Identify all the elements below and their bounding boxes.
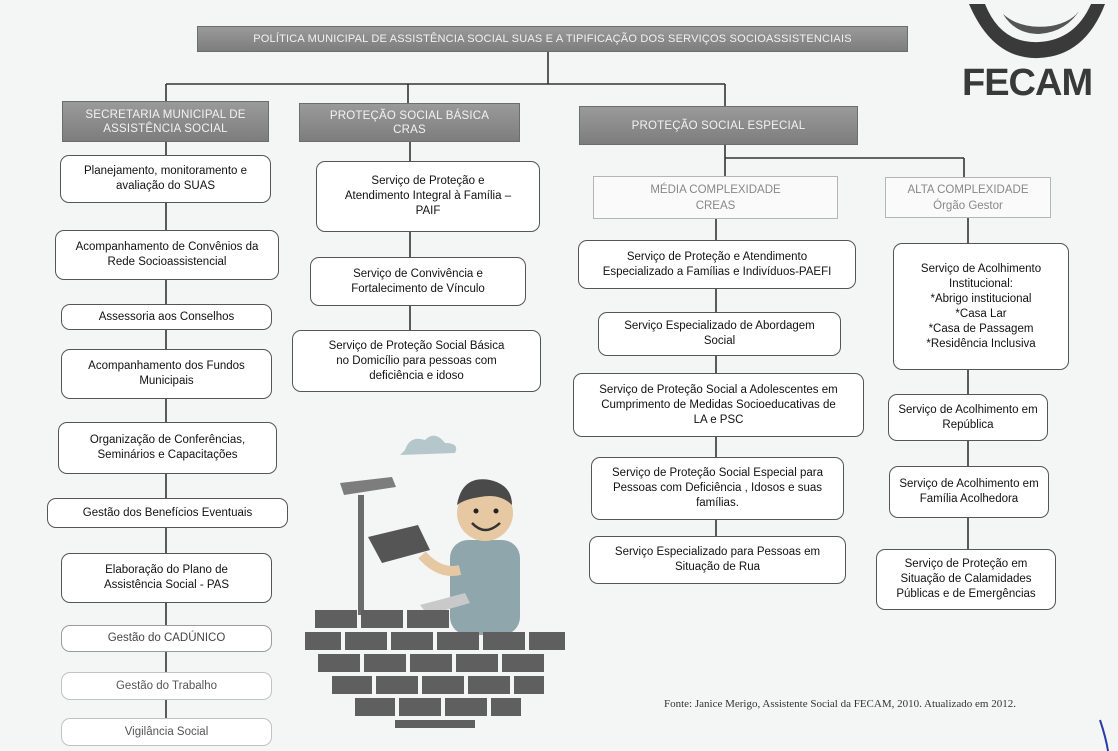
item-line: deficiência e idoso (369, 369, 464, 382)
list-item: Gestão do Trabalho (61, 672, 272, 700)
item-line: Serviço Especializado de Abordagem (624, 320, 815, 332)
header-alta-complexidade: ALTA COMPLEXIDADE Órgão Gestor (885, 177, 1051, 218)
item-line: Assessoria aos Conselhos (98, 310, 235, 323)
item-line: Rede Socioassistencial (107, 256, 227, 268)
header-especial-line: PROTEÇÃO SOCIAL ESPECIAL (631, 119, 806, 132)
list-item: Assessoria aos Conselhos (61, 304, 272, 330)
item-line: Acompanhamento dos Fundos (88, 360, 245, 372)
item-line: Social (703, 335, 736, 347)
item-line: Serviço de Proteção Social a Adolescente… (599, 383, 838, 396)
item-line: Acompanhamento de Convênios da (75, 241, 259, 253)
item-line: famílias. (696, 497, 739, 509)
item-line: Gestão do CADÚNICO (107, 632, 226, 644)
header-media-line: CREAS (695, 199, 736, 212)
item-line: Serviço de Proteção em (904, 558, 1028, 570)
list-item: Planejamento, monitoramento e avaliação … (60, 155, 271, 203)
item-line: Elaboração do Plano de (105, 564, 228, 576)
item-line: Serviço de Proteção Social Básica (328, 339, 505, 352)
item-line: Especializado a Famílias e Indivíduos-PA… (602, 265, 832, 278)
item-line: Cumprimento de Medidas Socioeducativas d… (601, 398, 836, 411)
item-line: PAIF (415, 205, 441, 217)
item-line: Vigilância Social (124, 725, 209, 738)
list-item: Acompanhamento de Convênios da Rede Soci… (55, 230, 279, 280)
item-line: *Abrigo institucional (930, 292, 1032, 305)
list-item: Gestão do CADÚNICO (61, 625, 272, 652)
list-item: Serviço Especializado para Pessoas em Si… (589, 536, 846, 584)
item-line: Gestão dos Benefícios Eventuais (82, 506, 253, 519)
header-alta-line: Órgão Gestor (933, 199, 1003, 212)
list-item: Serviço de Acolhimento em Família Acolhe… (889, 466, 1049, 518)
header-secretaria-line: ASSISTÊNCIA SOCIAL (103, 122, 228, 135)
list-item: Serviço de Proteção Social Especial para… (591, 457, 844, 520)
item-line: Serviço de Acolhimento em (899, 478, 1039, 490)
item-line: Serviço de Convivência e (353, 267, 483, 280)
logo-text: FECAM (962, 62, 1093, 104)
item-line: Organização de Conferências, (89, 434, 246, 446)
item-line: Serviço de Acolhimento (920, 262, 1042, 275)
item-line: Serviço de Proteção e Atendimento (626, 250, 808, 263)
header-especial: PROTEÇÃO SOCIAL ESPECIAL (579, 106, 858, 145)
item-line: no Domicílio para pessoas com (336, 354, 497, 367)
item-line: Públicas e de Emergências (896, 588, 1036, 600)
item-line: Institucional: (949, 277, 1013, 290)
header-alta-line: ALTA COMPLEXIDADE (907, 183, 1029, 196)
item-line: Família Acolhedora (919, 493, 1019, 505)
list-item: Serviço de Proteção em Situação de Calam… (876, 549, 1056, 610)
header-basica-line: CRAS (393, 123, 426, 136)
item-line: Serviço de Proteção e (371, 175, 485, 187)
header-secretaria-line: SECRETARIA MUNICIPAL DE (85, 108, 246, 121)
item-line: Seminários e Capacitações (97, 449, 238, 461)
item-line: *Casa de Passagem (928, 322, 1034, 335)
item-line: Assistência Social - PAS (103, 579, 230, 591)
list-item: Acompanhamento dos Fundos Municipais (61, 349, 272, 399)
item-line: Atendimento Integral à Família – (344, 190, 512, 202)
construction-worker-illustration (305, 435, 565, 728)
list-item: Serviço de Proteção Social a Adolescente… (573, 373, 864, 437)
item-line: avaliação do SUAS (115, 180, 216, 192)
list-item: Organização de Conferências, Seminários … (58, 422, 277, 474)
header-basica-line: PROTEÇÃO SOCIAL BÁSICA (329, 109, 490, 122)
item-line: Gestão do Trabalho (115, 679, 217, 692)
item-line: Serviço de Proteção Social Especial para (612, 467, 823, 479)
list-item: Serviço de Proteção e Atendimento Integr… (316, 161, 540, 232)
header-basica: PROTEÇÃO SOCIAL BÁSICA CRAS (299, 103, 520, 142)
item-line: Serviço Especializado para Pessoas em (614, 546, 821, 558)
item-line: *Casa Lar (955, 307, 1007, 320)
item-line: Fortalecimento de Vínculo (351, 282, 485, 295)
list-item: Serviço de Acolhimento Institucional: *A… (893, 243, 1069, 370)
list-item: Serviço Especializado de Abordagem Socia… (598, 312, 841, 356)
list-item: Serviço de Acolhimento em República (888, 394, 1048, 441)
globe-logo-icon (969, 4, 1105, 59)
item-line: Municipais (139, 375, 194, 387)
item-line: Planejamento, monitoramento e (83, 165, 247, 177)
item-line: República (942, 418, 994, 431)
list-item: Serviço de Proteção Social Básica no Dom… (292, 330, 541, 392)
header-media-complexidade: MÉDIA COMPLEXIDADE CREAS (593, 176, 838, 219)
item-line: Situação de Calamidades (900, 573, 1032, 585)
list-item: Elaboração do Plano de Assistência Socia… (61, 553, 272, 603)
list-item: Serviço de Convivência e Fortalecimento … (310, 257, 526, 306)
item-line: Situação de Rua (674, 561, 761, 573)
item-line: *Residência Inclusiva (926, 337, 1036, 350)
item-line: LA e PSC (693, 413, 744, 426)
pen-mark (1099, 719, 1109, 751)
header-media-line: MÉDIA COMPLEXIDADE (650, 183, 781, 196)
source-note: Fonte: Janice Merigo, Assistente Social … (664, 698, 1016, 710)
list-item: Vigilância Social (61, 718, 272, 746)
header-secretaria: SECRETARIA MUNICIPAL DE ASSISTÊNCIA SOCI… (62, 101, 269, 142)
list-item: Gestão dos Benefícios Eventuais (47, 498, 288, 528)
chart-title: POLÍTICA MUNICIPAL DE ASSISTÊNCIA SOCIAL… (197, 26, 908, 52)
item-line: Serviço de Acolhimento em (898, 403, 1038, 416)
item-line: Pessoas com Deficiência , Idosos e suas (612, 482, 823, 494)
list-item: Serviço de Proteção e Atendimento Especi… (578, 240, 856, 289)
chart-title-text: POLÍTICA MUNICIPAL DE ASSISTÊNCIA SOCIAL… (253, 33, 852, 45)
